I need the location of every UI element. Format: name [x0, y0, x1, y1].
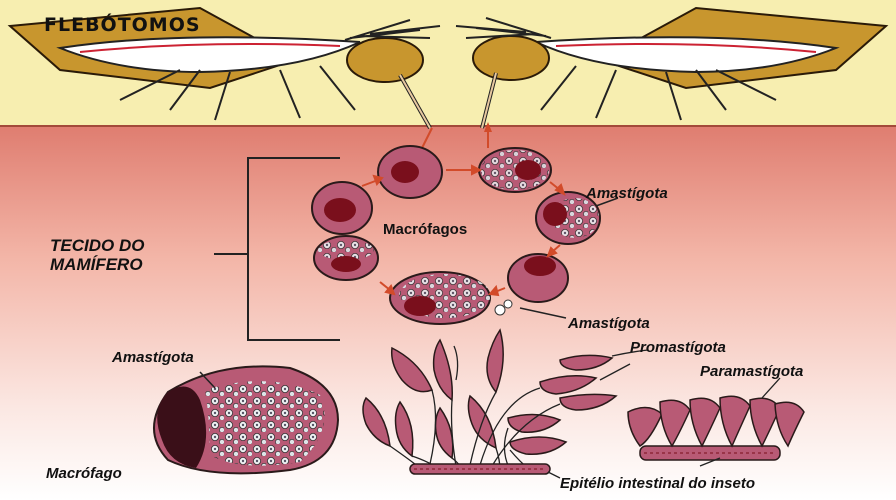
diagram-title: FLEBÓTOMOS: [44, 16, 201, 35]
tecido-label-line1: TECIDO DO: [50, 236, 144, 255]
promastigota-label: Promastígota: [630, 340, 726, 355]
amastigota-label-left: Amastígota: [112, 350, 194, 365]
epitelio-label: Epitélio intestinal do inseto: [560, 476, 755, 491]
macrofagos-label: Macrófagos: [383, 222, 467, 237]
macrofago-label: Macrófago: [46, 466, 122, 481]
tecido-label-line2: MAMÍFERO: [50, 255, 143, 274]
amastigota-label-mid: Amastígota: [568, 316, 650, 331]
paramastigota-label: Paramastígota: [700, 364, 803, 379]
amastigota-label-top: Amastígota: [586, 186, 668, 201]
